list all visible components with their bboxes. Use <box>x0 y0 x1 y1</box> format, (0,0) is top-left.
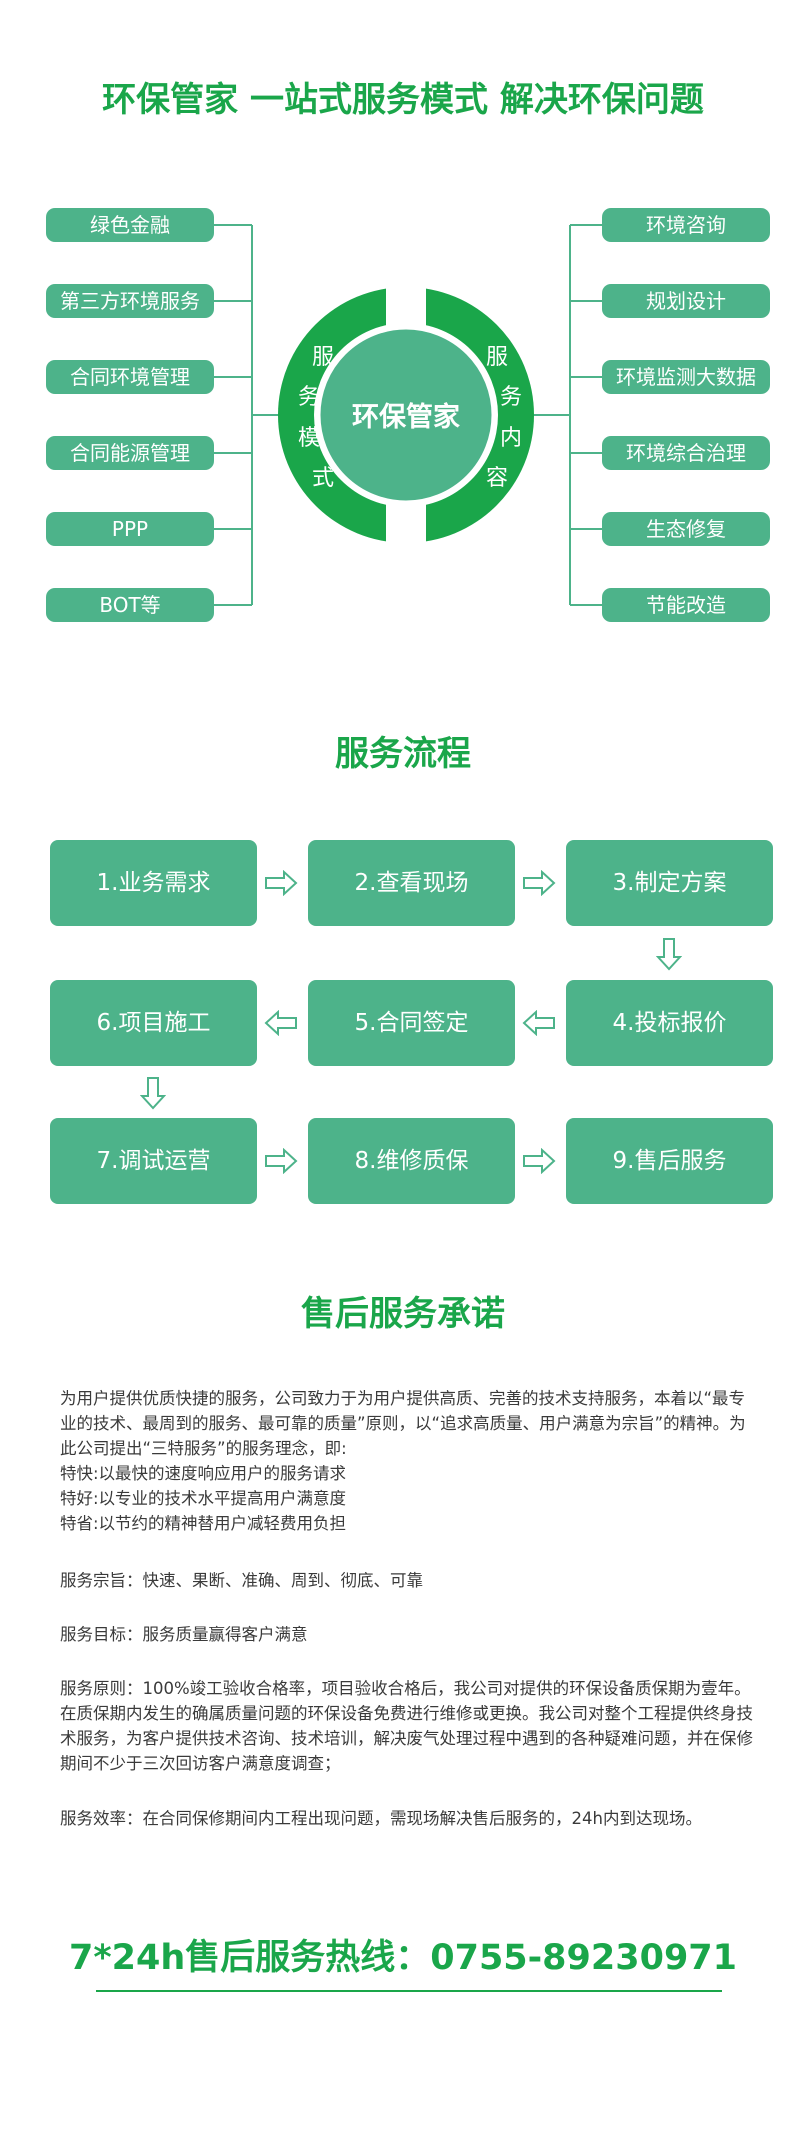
right-arc-char: 容 <box>485 466 508 491</box>
left-connectors <box>214 224 300 606</box>
left-arc-char: 务 <box>297 385 320 410</box>
main-title: 环保管家 一站式服务模式 解决环保问题 <box>102 80 704 120</box>
left-arc-char: 式 <box>311 466 334 491</box>
mode-item: 第三方环境服务 <box>46 284 214 318</box>
arrow-left-icon <box>522 1010 555 1036</box>
left-arc-char: 服 <box>311 345 334 370</box>
process-step: 7.调试运营 <box>50 1118 257 1204</box>
special-item: 特快:以最快的速度响应用户的服务请求 <box>60 1464 347 1483</box>
hotline-underline <box>96 1990 722 1992</box>
mode-item: 合同能源管理 <box>46 436 214 470</box>
content-item: 生态修复 <box>602 512 770 546</box>
special-item: 特好:以专业的技术水平提高用户满意度 <box>60 1489 347 1508</box>
intro-text: 为用户提供优质快捷的服务，公司致力于为用户提供高质、完善的技术支持服务，本着以“… <box>60 1389 746 1458</box>
mode-item: 绿色金融 <box>46 208 214 242</box>
process-step: 8.维修质保 <box>308 1118 515 1204</box>
arrow-right-icon <box>523 1148 556 1174</box>
content-item: 规划设计 <box>602 284 770 318</box>
content-item: 环境咨询 <box>602 208 770 242</box>
mode-item: BOT等 <box>46 588 214 622</box>
process-step: 4.投标报价 <box>566 980 773 1066</box>
service-diagram <box>214 224 602 606</box>
hotline: 7*24h售后服务热线：0755-89230971 <box>68 1938 738 1978</box>
mode-item: 合同环境管理 <box>46 360 214 394</box>
arrow-right-icon <box>265 870 298 896</box>
arrow-right-icon <box>265 1148 298 1174</box>
intro-paragraph: 为用户提供优质快捷的服务，公司致力于为用户提供高质、完善的技术支持服务，本着以“… <box>60 1386 760 1536</box>
content-item: 节能改造 <box>602 588 770 622</box>
after-sales-title: 售后服务承诺 <box>301 1294 505 1334</box>
content-item: 环境综合治理 <box>602 436 770 470</box>
process-step: 3.制定方案 <box>566 840 773 926</box>
right-arc-char: 服 <box>485 345 508 370</box>
process-step: 2.查看现场 <box>308 840 515 926</box>
content-item: 环境监测大数据 <box>602 360 770 394</box>
goal-text: 服务目标：服务质量赢得客户满意 <box>60 1625 308 1644</box>
mode-item: PPP <box>46 512 214 546</box>
left-arc-char: 模 <box>297 426 320 451</box>
process-title: 服务流程 <box>335 734 471 774</box>
principle-text: 服务原则：100%竣工验收合格率，项目验收合格后，我公司对提供的环保设备质保期为… <box>60 1679 753 1773</box>
process-step: 9.售后服务 <box>566 1118 773 1204</box>
arrow-left-icon <box>264 1010 297 1036</box>
process-step: 6.项目施工 <box>50 980 257 1066</box>
process-step: 5.合同签定 <box>308 980 515 1066</box>
right-arc-char: 内 <box>499 426 522 451</box>
arrow-down-icon <box>656 938 682 971</box>
special-item: 特省:以节约的精神替用户减轻费用负担 <box>60 1514 347 1533</box>
center-label: 环保管家 <box>352 402 460 433</box>
efficiency-text: 服务效率：在合同保修期间内工程出现问题，需现场解决售后服务的，24h内到达现场。 <box>60 1809 702 1828</box>
right-arc-char: 务 <box>499 385 522 410</box>
process-step: 1.业务需求 <box>50 840 257 926</box>
tenet-text: 服务宗旨：快速、果断、准确、周到、彻底、可靠 <box>60 1571 423 1590</box>
arrow-down-icon <box>140 1077 166 1110</box>
center-circle <box>317 326 495 504</box>
arrow-right-icon <box>523 870 556 896</box>
